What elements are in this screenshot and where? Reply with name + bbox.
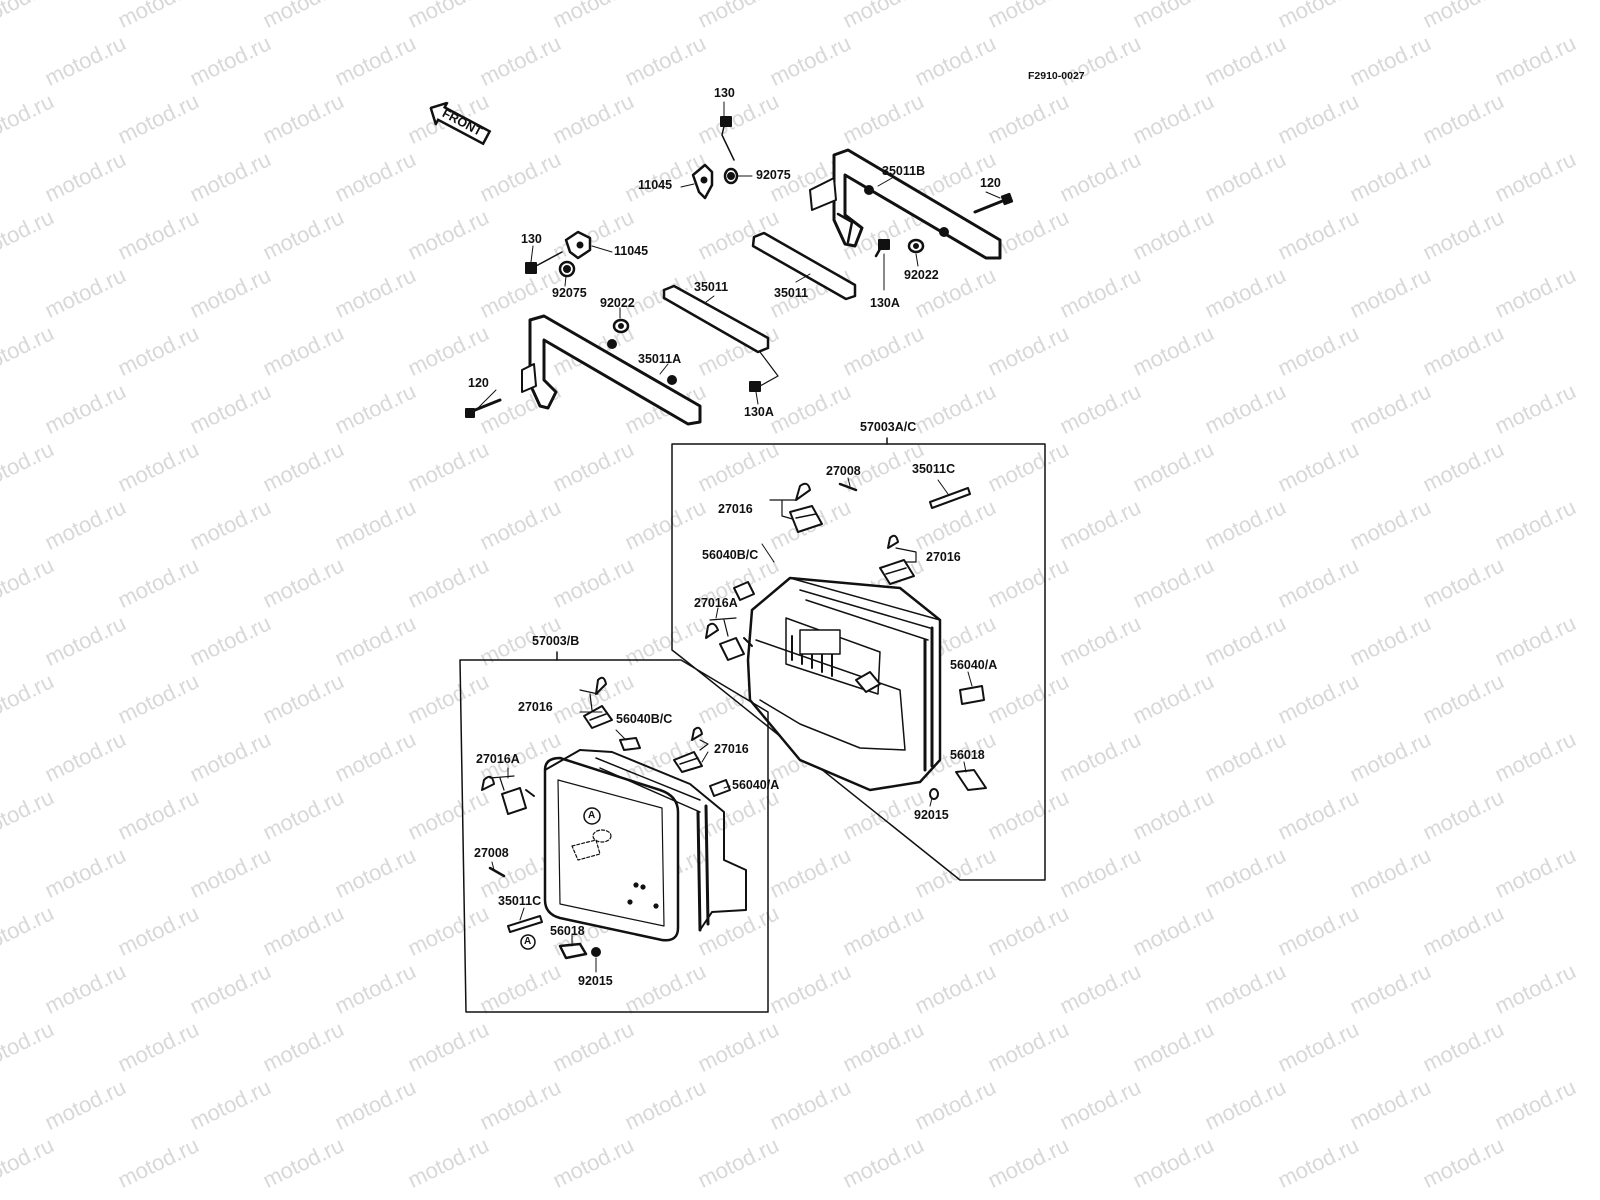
label-120-right: 120 — [980, 176, 1001, 190]
label-35011-right: 35011 — [774, 286, 809, 300]
label-35011b: 35011B — [882, 164, 926, 178]
box-57003b-outline — [459, 651, 769, 1013]
label-b-56018: 56018 — [550, 924, 585, 938]
bracket-35011b-drawing — [809, 148, 1002, 260]
label-r-27016-b: 27016 — [926, 550, 961, 564]
washer-92022-left-drawing — [612, 318, 630, 334]
label-92075-left: 92075 — [552, 286, 587, 300]
parts-left-box-drawing — [481, 676, 731, 960]
label-35011-left: 35011 — [694, 280, 729, 294]
bolt-120-right-drawing — [973, 192, 1014, 214]
marker-a-case: A — [588, 810, 596, 821]
label-92022-left: 92022 — [600, 296, 635, 310]
washer-92022-right-drawing — [907, 238, 925, 254]
case-right-drawing — [746, 576, 942, 792]
front-direction-arrow: FRONT — [424, 96, 494, 150]
reference-code: F2910-0027 — [1028, 70, 1085, 82]
group-label-57003ac: 57003A/C — [860, 420, 917, 434]
label-r-35011c: 35011C — [912, 462, 956, 476]
bolt-120-left-drawing — [465, 398, 502, 418]
label-130a-left: 130A — [744, 405, 774, 419]
bar-35011-left-drawing — [662, 284, 779, 392]
parts-right-box-drawing — [705, 482, 987, 800]
label-r-92015: 92015 — [914, 808, 949, 822]
label-35011a: 35011A — [638, 352, 682, 366]
bolt-130a-right-drawing — [874, 239, 890, 258]
label-b-27016a: 27016A — [476, 752, 520, 766]
box-57003ac-outline — [671, 437, 1046, 881]
label-130-left: 130 — [521, 232, 542, 246]
label-r-27016a: 27016A — [694, 596, 738, 610]
label-b-27008: 27008 — [474, 846, 509, 860]
label-b-92015: 92015 — [578, 974, 613, 988]
label-92075-top: 92075 — [756, 168, 791, 182]
label-120-left: 120 — [468, 376, 489, 390]
label-130a-right: 130A — [870, 296, 900, 310]
label-b-35011c: 35011C — [498, 894, 542, 908]
label-92022-right: 92022 — [904, 268, 939, 282]
group-label-57003b: 57003/B — [532, 634, 580, 648]
plate-11045-top-drawing — [691, 116, 739, 200]
case-left-drawing — [543, 749, 747, 942]
bracket-35011a-drawing — [521, 314, 702, 426]
label-11045-left: 11045 — [614, 244, 649, 258]
leader-lines — [473, 101, 1001, 973]
label-r-56018: 56018 — [950, 748, 985, 762]
label-r-56040a: 56040/A — [950, 658, 998, 672]
marker-a-part: A — [524, 936, 532, 947]
label-r-27016-a: 27016 — [718, 502, 753, 516]
plate-11045-left-drawing — [525, 230, 592, 278]
label-b-56040bc: 56040B/C — [616, 712, 673, 726]
label-b-56040a: 56040/A — [732, 778, 780, 792]
label-11045-top: 11045 — [638, 178, 673, 192]
bar-35011-right-drawing — [751, 231, 857, 301]
label-r-27008: 27008 — [826, 464, 861, 478]
label-b-27016-b: 27016 — [714, 742, 749, 756]
label-b-27016-a: 27016 — [518, 700, 553, 714]
label-r-56040bc: 56040B/C — [702, 548, 759, 562]
label-130-top: 130 — [714, 86, 735, 100]
